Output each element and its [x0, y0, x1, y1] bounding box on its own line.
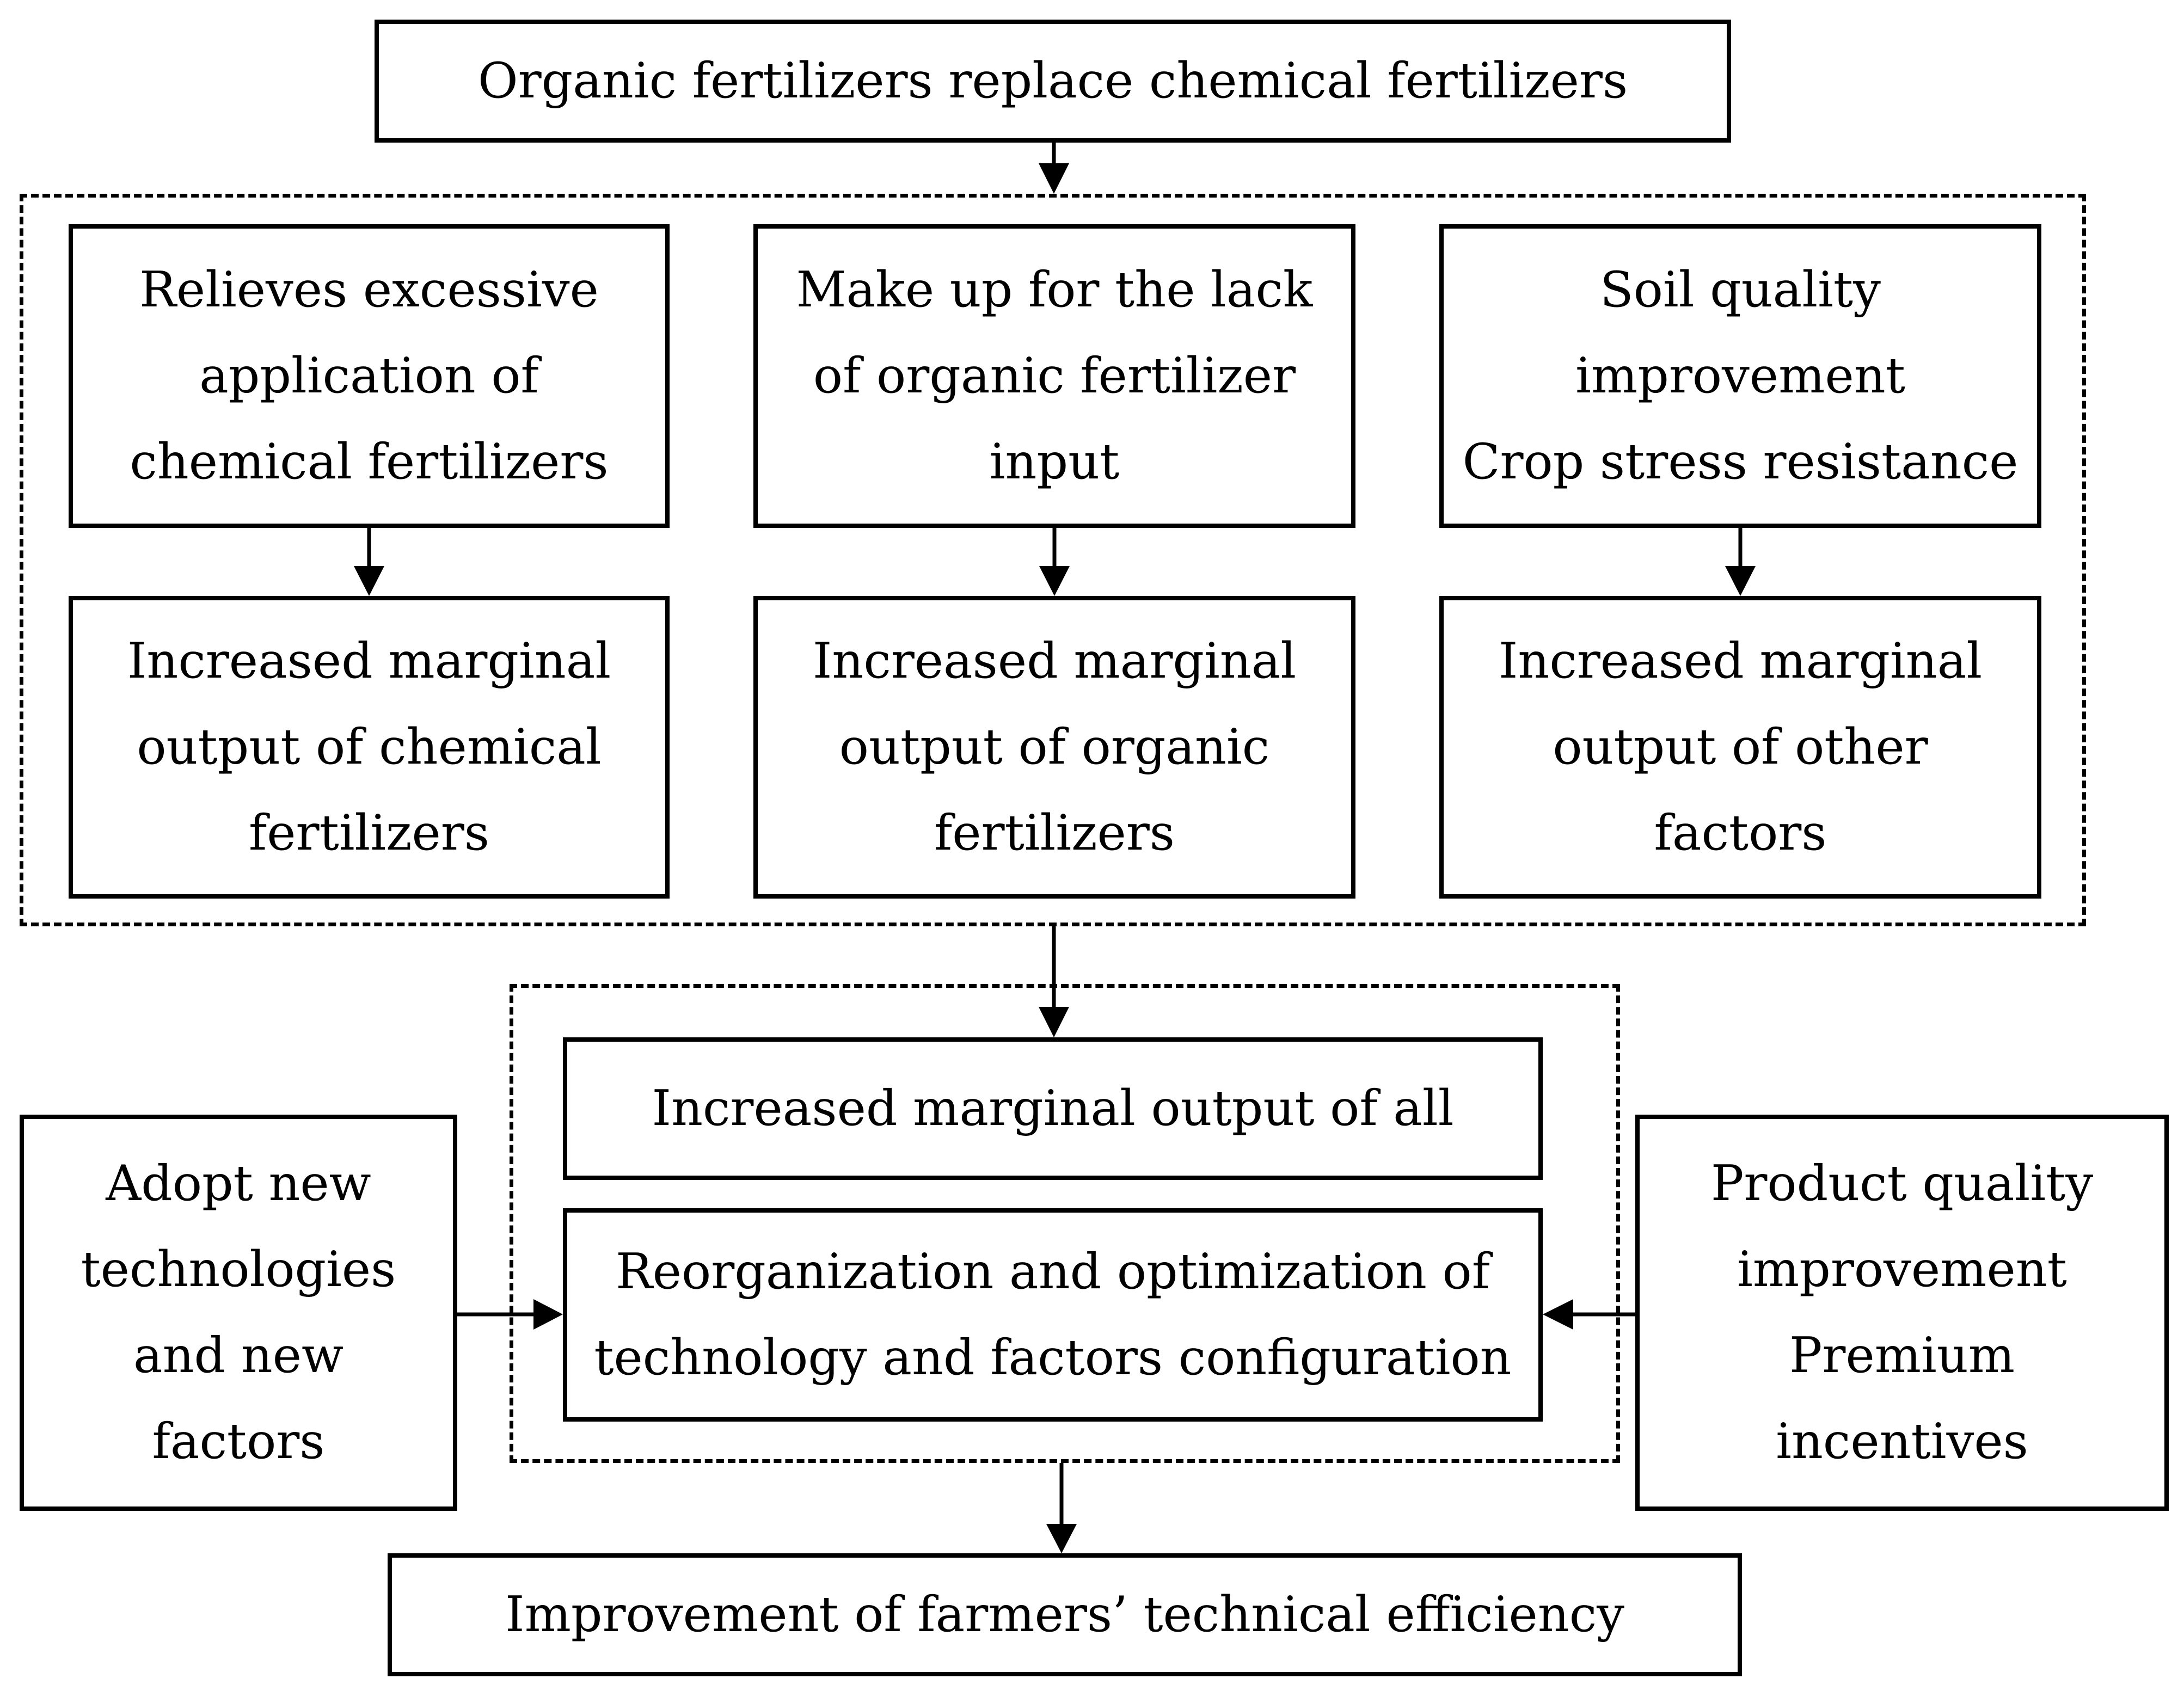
- result-box-other-line-2: output of other: [1553, 718, 1928, 776]
- result-box-organic-line-2: output of organic: [839, 718, 1270, 776]
- right-box: Product quality improvement Premium ince…: [1635, 1115, 2169, 1511]
- center-lower-line-1: Reorganization and optimization of: [615, 1243, 1490, 1300]
- bottom-box-text: Improvement of farmers’ technical effici…: [505, 1586, 1624, 1643]
- result-box-other-line-1: Increased marginal: [1498, 632, 1983, 690]
- left-box-line-4: factors: [152, 1413, 325, 1470]
- center-upper-box: Increased marginal output of all: [563, 1037, 1543, 1180]
- cause-box-soil-line-2: improvement: [1575, 347, 1905, 404]
- right-box-line-3: Premium: [1789, 1327, 2015, 1384]
- cause-box-soil: Soil quality improvement Crop stress res…: [1439, 224, 2041, 528]
- cause-box-chemical-line-2: application of: [199, 347, 539, 404]
- effects-group-border: [20, 194, 2086, 926]
- result-box-chemical-line-1: Increased marginal: [127, 632, 611, 690]
- right-box-line-1: Product quality: [1710, 1155, 2094, 1212]
- cause-box-organic-line-1: Make up for the lack: [796, 261, 1313, 318]
- right-box-line-2: improvement: [1737, 1241, 2067, 1298]
- result-box-organic-line-3: fertilizers: [934, 804, 1175, 862]
- result-box-organic: Increased marginal output of organic fer…: [753, 596, 1355, 899]
- result-box-chemical-line-3: fertilizers: [248, 804, 489, 862]
- cause-box-soil-line-3: Crop stress resistance: [1462, 433, 2019, 490]
- right-box-line-4: incentives: [1776, 1413, 2028, 1470]
- result-box-organic-line-1: Increased marginal: [812, 632, 1297, 690]
- cause-box-organic: Make up for the lack of organic fertiliz…: [753, 224, 1355, 528]
- left-box-line-1: Adopt new: [106, 1155, 371, 1212]
- arrowhead-top-to-group: [1039, 163, 1069, 194]
- result-box-other: Increased marginal output of other facto…: [1439, 596, 2041, 899]
- left-box: Adopt new technologies and new factors: [20, 1115, 457, 1511]
- cause-box-chemical-line-1: Relieves excessive: [139, 261, 599, 318]
- center-upper-text: Increased marginal output of all: [652, 1080, 1454, 1137]
- result-box-other-line-3: factors: [1654, 804, 1827, 862]
- top-box: Organic fertilizers replace chemical fer…: [375, 20, 1731, 143]
- center-lower-line-2: technology and factors configuration: [594, 1329, 1512, 1386]
- arrowhead-cause2: [1039, 566, 1070, 596]
- left-box-line-2: technologies: [81, 1241, 396, 1298]
- cause-box-organic-line-2: of organic fertilizer: [813, 347, 1296, 404]
- cause-box-organic-line-3: input: [989, 433, 1120, 490]
- cause-box-soil-line-1: Soil quality: [1600, 261, 1881, 318]
- left-box-line-3: and new: [133, 1327, 344, 1384]
- center-lower-box: Reorganization and optimization of techn…: [563, 1208, 1543, 1422]
- bottom-box: Improvement of farmers’ technical effici…: [388, 1553, 1742, 1676]
- arrowhead-center-to-bottom: [1046, 1524, 1077, 1553]
- cause-box-chemical: Relieves excessive application of chemic…: [69, 224, 670, 528]
- center-group-border: [510, 984, 1620, 1463]
- top-box-text: Organic fertilizers replace chemical fer…: [477, 52, 1628, 109]
- arrowhead-left-to-center: [533, 1299, 563, 1330]
- arrowhead-right-to-center: [1543, 1299, 1573, 1330]
- cause-box-chemical-line-3: chemical fertilizers: [130, 433, 609, 490]
- arrowhead-cause3: [1725, 566, 1756, 596]
- result-box-chemical: Increased marginal output of chemical fe…: [69, 596, 670, 899]
- result-box-chemical-line-2: output of chemical: [137, 718, 602, 776]
- arrowhead-group-to-center: [1039, 1007, 1069, 1037]
- arrowhead-cause1: [354, 566, 384, 596]
